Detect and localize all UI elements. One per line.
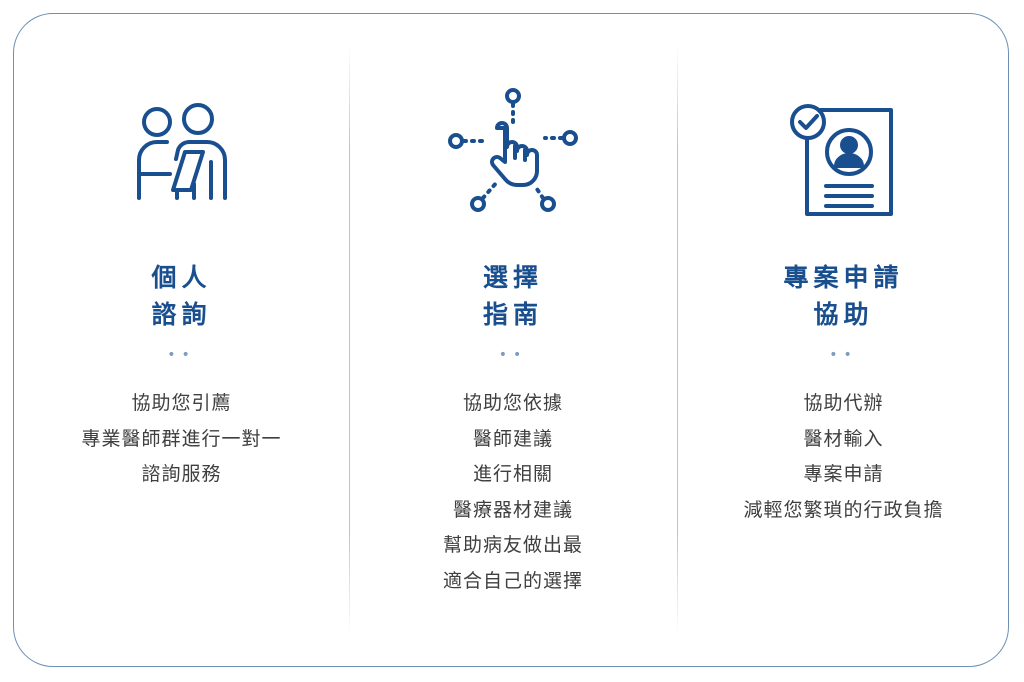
service-title: 專案申請 協助 xyxy=(783,263,904,329)
separator-dots: •• xyxy=(829,347,858,363)
profile-document-check-icon xyxy=(789,104,893,216)
column-divider xyxy=(677,44,678,636)
service-title: 選擇 指南 xyxy=(482,263,543,329)
service-selection-guide: 選擇 指南 •• 協助您依據 醫師建議 進行相關 醫療器材建議 幫助病友做出最 … xyxy=(349,14,677,668)
service-personal-consultation: 個人 諮詢 •• 協助您引薦 專業醫師群進行一對一 諮詢服務 xyxy=(14,14,349,668)
services-card: 個人 諮詢 •• 協助您引薦 專業醫師群進行一對一 諮詢服務 選擇 xyxy=(13,13,1009,667)
service-title: 個人 諮詢 xyxy=(151,263,212,329)
separator-dots: •• xyxy=(498,347,528,363)
separator-dots: •• xyxy=(167,347,196,363)
service-project-application: 專案申請 協助 •• 協助代辦 醫材輸入 專案申請 減輕您繁瑣的行政負擔 xyxy=(677,14,1010,668)
service-description: 協助代辦 醫材輸入 專案申請 減輕您繁瑣的行政負擔 xyxy=(743,392,944,521)
hand-touch-network-icon xyxy=(448,88,578,212)
consultation-people-icon xyxy=(136,103,227,200)
service-description: 協助您引薦 專業醫師群進行一對一 諮詢服務 xyxy=(81,392,282,485)
column-divider xyxy=(349,44,350,636)
service-description: 協助您依據 醫師建議 進行相關 醫療器材建議 幫助病友做出最 適合自己的選擇 xyxy=(442,392,583,592)
